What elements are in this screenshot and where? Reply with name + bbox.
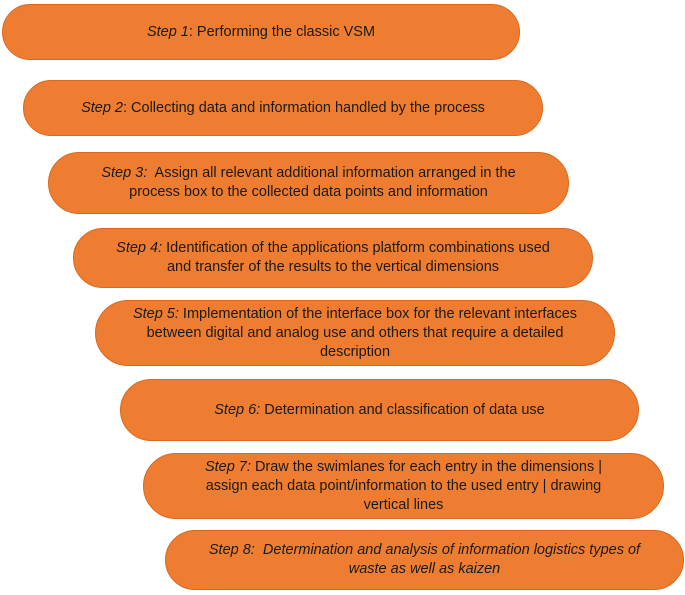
step-7-content: Step 7: Draw the swimlanes for each entr… (186, 458, 621, 515)
step-5-text: Implementation of the interface box for … (146, 305, 578, 360)
step-5-content: Step 5: Implementation of the interface … (122, 305, 588, 362)
step-1-box: Step 1: Performing the classic VSM (2, 4, 520, 60)
step-2-text: Collecting data and information handled … (127, 99, 485, 116)
step-8-number: Step 8: (208, 542, 255, 558)
step-3-content: Step 3: Assign all relevant additional i… (89, 164, 528, 202)
step-8-separator (255, 542, 263, 558)
step-8-content: Step 8: Determination and analysis of in… (194, 541, 655, 579)
step-6-box: Step 6: Determination and classification… (120, 379, 639, 441)
step-3-text: Assign all relevant additional informati… (129, 165, 516, 200)
step-3-separator (147, 165, 154, 181)
step-2-number: Step 2 (81, 99, 123, 116)
step-1-text: Performing the classic VSM (192, 23, 376, 40)
step-2-separator: : (122, 99, 128, 116)
step-6-content: Step 6: Determination and classification… (214, 401, 544, 420)
step-5-box: Step 5: Implementation of the interface … (95, 300, 615, 366)
step-1-separator: : (188, 23, 193, 40)
step-8-box: Step 8: Determination and analysis of in… (165, 530, 684, 590)
step-6-number: Step 6: (214, 401, 261, 418)
step-5-number: Step 5: (132, 305, 179, 322)
step-3-number: Step 3: (101, 165, 148, 181)
step-3-box: Step 3: Assign all relevant additional i… (48, 152, 569, 214)
step-7-box: Step 7: Draw the swimlanes for each entr… (143, 453, 664, 519)
step-2-box: Step 2: Collecting data and information … (23, 80, 543, 136)
step-2-content: Step 2: Collecting data and information … (81, 99, 485, 118)
step-1-number: Step 1 (146, 23, 189, 40)
step-4-text: Identification of the applications platf… (166, 240, 550, 275)
step-7-number: Step 7: (204, 458, 251, 475)
step-6-text: Determination and classification of data… (264, 401, 545, 418)
step-4-number: Step 4: (116, 240, 163, 256)
step-4-content: Step 4: Identification of the applicatio… (114, 239, 552, 277)
step-1-content: Step 1: Performing the classic VSM (147, 23, 375, 42)
step-8-text: Determination and analysis of informatio… (262, 542, 641, 577)
step-7-text: Draw the swimlanes for each entry in the… (205, 458, 603, 513)
step-4-box: Step 4: Identification of the applicatio… (73, 228, 593, 288)
